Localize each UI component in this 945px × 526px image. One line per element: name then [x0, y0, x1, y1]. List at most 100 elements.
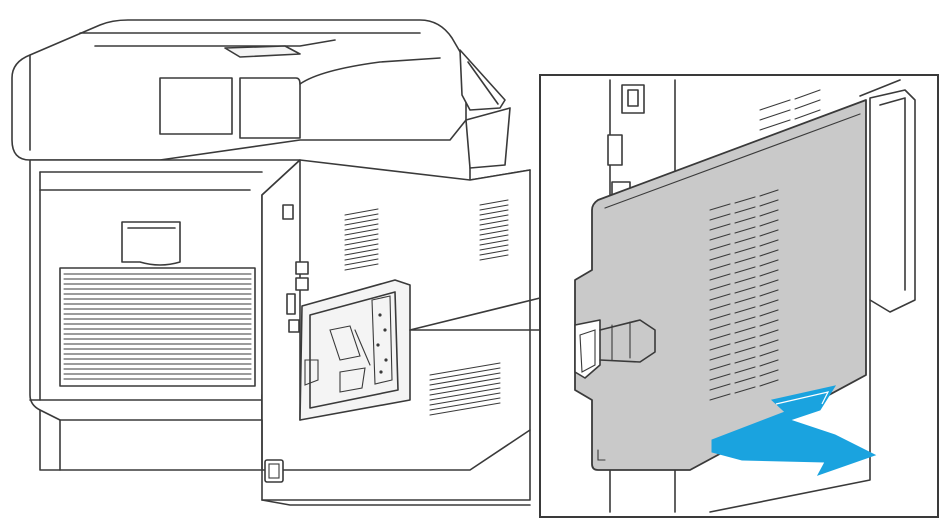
- side-vent-slat: [479, 234, 509, 241]
- document-feeder-top: [11, 19, 467, 161]
- side-vent-slat: [344, 238, 379, 246]
- panel-vent-slat: [734, 296, 756, 304]
- side-vent-slat: [429, 367, 501, 381]
- vent-slat: [759, 119, 791, 131]
- side-vent-slat: [344, 208, 379, 216]
- panel-vent-slat: [759, 239, 779, 247]
- output-tray-upper: [224, 45, 301, 58]
- panel-vent-slat: [759, 309, 779, 317]
- ethernet-port-1: [295, 261, 309, 275]
- panel-vent-slat: [759, 329, 779, 337]
- panel-vent-slat: [734, 236, 756, 244]
- callout-box: [539, 74, 939, 518]
- panel-vent-slat: [759, 229, 779, 237]
- panel-vent-slat: [734, 196, 756, 204]
- side-vent-slat: [479, 244, 509, 251]
- panel-vent-slat: [734, 226, 756, 234]
- panel-vent-slat: [709, 303, 731, 311]
- panel-vent-slat: [734, 386, 756, 394]
- panel-vent-slat: [734, 256, 756, 264]
- side-vent-slat: [479, 249, 509, 256]
- side-vent-slat: [429, 402, 501, 416]
- panel-vent-slat: [709, 243, 731, 251]
- panel-vent-slat: [709, 343, 731, 351]
- panel-vent-slat: [709, 323, 731, 331]
- port-3: [288, 319, 300, 333]
- panel-vent-slat: [734, 246, 756, 254]
- side-vent-slat: [429, 397, 501, 411]
- side-vent-slat: [479, 199, 509, 206]
- panel-vent-slat: [759, 339, 779, 347]
- panel-vent-slat: [734, 206, 756, 214]
- panel-vent-slat: [759, 269, 779, 277]
- panel-vent-slat: [734, 376, 756, 384]
- panel-vent-slat: [709, 313, 731, 321]
- side-vent-slat: [479, 219, 509, 226]
- panel-vent-slat: [709, 353, 731, 361]
- panel-vent-slat: [709, 373, 731, 381]
- panel-vent-slat: [734, 346, 756, 354]
- panel-vent-slat: [759, 219, 779, 227]
- panel-vent-slat: [759, 349, 779, 357]
- insertion-arrow: [711, 385, 877, 476]
- panel-vent-slat: [709, 383, 731, 391]
- rear-door-handle: [121, 221, 181, 266]
- panel-vent-slat: [734, 266, 756, 274]
- panel-vent-slat: [709, 293, 731, 301]
- panel-vent-slat: [759, 249, 779, 257]
- side-vent-slat: [429, 372, 501, 386]
- panel-vent-slat: [709, 333, 731, 341]
- side-vent-slat: [344, 258, 379, 266]
- side-vent-slat: [344, 223, 379, 231]
- vent-slat: [759, 99, 791, 111]
- panel-vent-slat: [734, 316, 756, 324]
- vent-slat: [794, 99, 821, 110]
- panel-vent-slat: [709, 363, 731, 371]
- side-vent-slat: [344, 233, 379, 241]
- panel-vent-slat: [734, 326, 756, 334]
- side-vent-slat: [344, 243, 379, 251]
- door-latch-icon: [574, 319, 656, 379]
- panel-vent-slat: [759, 369, 779, 377]
- side-vent-slat: [344, 218, 379, 226]
- usb-port: [282, 204, 294, 220]
- side-vent-slat: [344, 263, 379, 271]
- callout-line-top: [409, 297, 541, 331]
- panel-vent-slat: [734, 356, 756, 364]
- panel-vent-slat: [734, 276, 756, 284]
- panel-vent-slat: [759, 289, 779, 297]
- panel-vent-slat: [709, 263, 731, 271]
- side-vent-slat: [479, 229, 509, 236]
- ethernet-port-2: [295, 277, 309, 291]
- side-vent-slat: [479, 254, 509, 261]
- panel-vent-slat: [709, 223, 731, 231]
- side-vent-slat: [429, 362, 501, 376]
- panel-vent-slat: [709, 273, 731, 281]
- panel-vent-slat: [734, 366, 756, 374]
- output-tray: [459, 49, 506, 111]
- side-vent-slat: [344, 253, 379, 261]
- side-vent-slat: [479, 214, 509, 221]
- panel-vent-slat: [709, 283, 731, 291]
- side-vent-slat: [344, 248, 379, 256]
- panel-vent-slat: [734, 286, 756, 294]
- panel-vent-slat: [734, 306, 756, 314]
- side-vent-slat: [479, 209, 509, 216]
- side-vent-slat: [344, 213, 379, 221]
- side-vent-slat: [429, 392, 501, 406]
- panel-vent-slat: [759, 319, 779, 327]
- panel-vent-slat: [709, 233, 731, 241]
- panel-vent-slat: [709, 253, 731, 261]
- panel-vent-slat: [709, 213, 731, 221]
- panel-vent-slat: [759, 299, 779, 307]
- vent-slat: [759, 109, 791, 121]
- side-vent-slat: [429, 387, 501, 401]
- vent-slat: [794, 89, 821, 100]
- side-vent-slat: [429, 377, 501, 391]
- panel-vent-slat: [734, 216, 756, 224]
- side-vent-slat: [479, 204, 509, 211]
- panel-vent-slat: [759, 279, 779, 287]
- panel-vent-slat: [709, 203, 731, 211]
